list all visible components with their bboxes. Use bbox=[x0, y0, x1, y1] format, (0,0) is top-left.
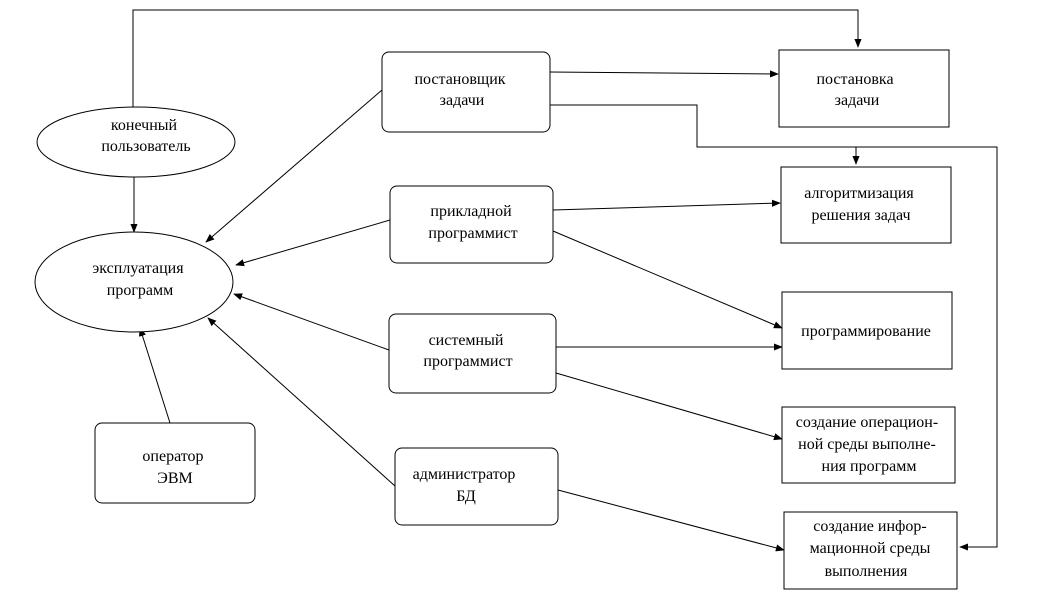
node-label: администратор БД bbox=[413, 466, 520, 505]
node-label: оператор ЭВМ bbox=[142, 448, 207, 487]
node-app-programmer: прикладной программист bbox=[389, 185, 554, 264]
node-label: постановщик задачи bbox=[414, 71, 509, 109]
node-label: постановка задачи bbox=[816, 71, 897, 109]
node-end-user: конечный пользователь bbox=[36, 106, 236, 178]
node-task-setter: постановщик задачи bbox=[381, 51, 551, 133]
edges bbox=[130, 9, 998, 552]
node-label: конечный пользователь bbox=[101, 117, 190, 155]
node-algorithmization: алгоритмизация решения задач bbox=[780, 166, 952, 244]
node-info-env: создание инфор- мационной среды выполнен… bbox=[783, 511, 958, 590]
node-label: системный программист bbox=[423, 332, 512, 370]
node-db-admin: администратор БД bbox=[394, 447, 559, 526]
node-label: эксплуатация программ bbox=[92, 260, 187, 299]
node-sys-programmer: системный программист bbox=[388, 313, 557, 394]
node-label: программирование bbox=[801, 323, 931, 340]
node-os-env: создание операцион- ной среды выполне- н… bbox=[781, 406, 956, 484]
edge-db-admin-to-exploitation bbox=[207, 317, 396, 487]
node-task-setting: постановка задачи bbox=[778, 49, 950, 128]
edge-app-programmer-to-exploitation bbox=[235, 219, 391, 267]
node-programming: программирование bbox=[781, 291, 953, 370]
edge-sys-programmer-to-os-env bbox=[555, 372, 783, 441]
node-exploitation: эксплуатация программ bbox=[34, 231, 234, 333]
edge-db-admin-to-info-env bbox=[557, 489, 785, 552]
edge-sys-programmer-to-exploitation bbox=[233, 293, 390, 351]
edge-task-setter-to-task-setting bbox=[549, 70, 779, 78]
node-label: алгоритмизация решения задач bbox=[804, 185, 918, 224]
edge-task-setter-to-exploitation bbox=[205, 89, 383, 243]
node-label: прикладной программист bbox=[428, 203, 517, 242]
edge-app-programmer-to-programming bbox=[552, 230, 783, 329]
edge-operator-to-exploitation bbox=[139, 327, 171, 424]
node-label: создание инфор- мационной среды выполнен… bbox=[810, 518, 935, 580]
node-label: создание операцион- ной среды выполне- н… bbox=[796, 414, 942, 475]
node-operator: оператор ЭВМ bbox=[94, 422, 256, 504]
edge-task-setter-bus bbox=[550, 104, 998, 551]
edge-end-user-to-task-setting bbox=[132, 9, 862, 110]
edge-app-programmer-to-algorithmization bbox=[552, 199, 781, 211]
